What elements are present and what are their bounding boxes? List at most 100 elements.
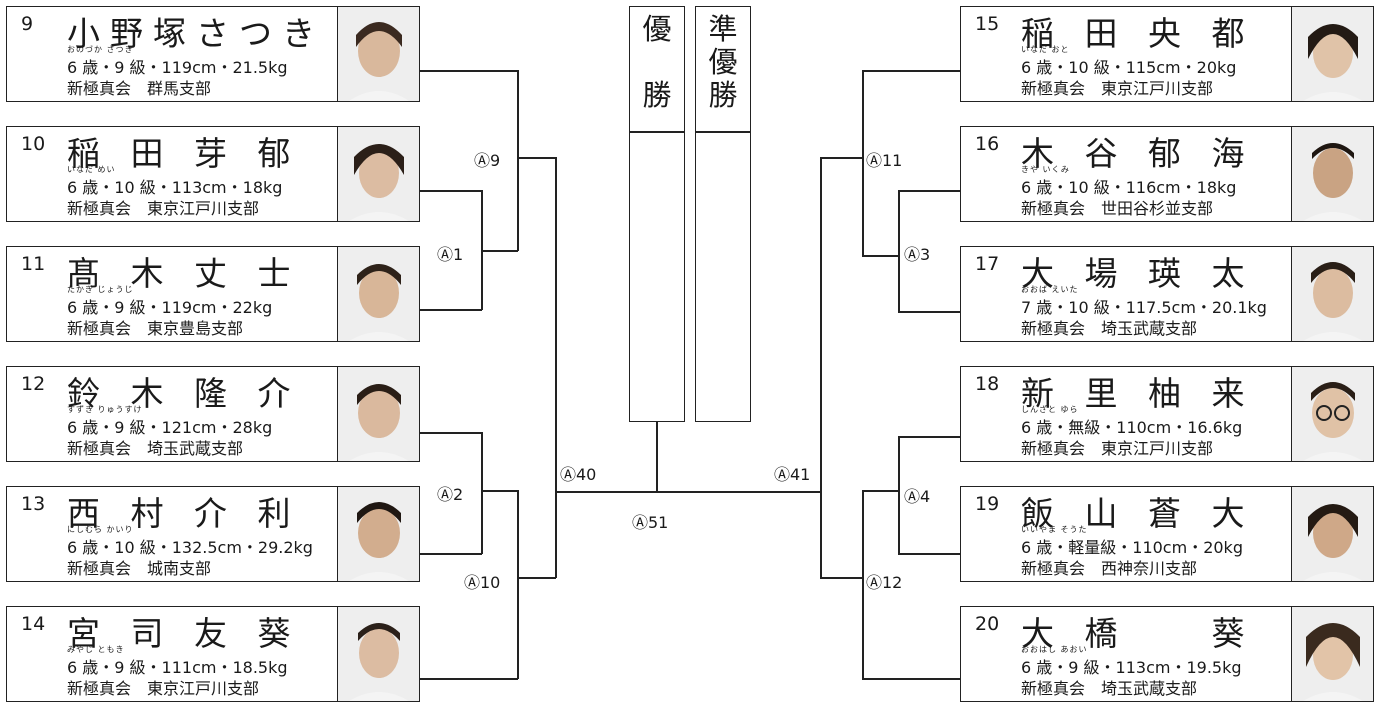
- competitor-number: 10: [21, 133, 46, 155]
- competitor-dojo: 新極真会 東京江戸川支部: [67, 679, 260, 698]
- bracket-line: [482, 250, 518, 252]
- competitor-name: 大 橋 葵: [1021, 614, 1255, 653]
- bracket-line: [862, 678, 960, 680]
- competitor-card-20: 20 大 橋 葵 おおはし あおい 6 歳・9 級・113cm・19.5kg 新…: [960, 606, 1374, 702]
- competitor-photo: [337, 127, 419, 221]
- bracket-line: [482, 490, 518, 492]
- competitor-name: 新 里 柚 来: [1021, 374, 1255, 413]
- competitor-card-17: 17 大 場 瑛 太 おおば えいた 7 歳・10 級・117.5cm・20.1…: [960, 246, 1374, 342]
- bracket-line: [481, 190, 483, 310]
- competitor-name: 小野塚さつき: [67, 14, 325, 53]
- competitor-stats: 6 歳・無級・110cm・16.6kg: [1021, 418, 1243, 437]
- competitor-card-16: 16 木 谷 郁 海 きや いくみ 6 歳・10 級・116cm・18kg 新極…: [960, 126, 1374, 222]
- bracket-line: [556, 491, 820, 493]
- competitor-dojo: 新極真会 東京江戸川支部: [1021, 439, 1214, 458]
- match-label-a2: Ⓐ2: [437, 485, 464, 504]
- competitor-card-9: 9 小野塚さつき おのづか さつき 6 歳・9 級・119cm・21.5kg 新…: [6, 6, 420, 102]
- competitor-number: 15: [975, 13, 1000, 35]
- champion-char-2: [630, 46, 684, 79]
- competitor-stats: 6 歳・9 級・119cm・21.5kg: [67, 58, 288, 77]
- competitor-furigana: おおば えいた: [1021, 285, 1079, 294]
- competitor-stats: 6 歳・9 級・111cm・18.5kg: [67, 658, 288, 677]
- bracket-line: [555, 157, 557, 578]
- competitor-name: 飯 山 蒼 大: [1021, 494, 1255, 533]
- bracket-line: [820, 577, 862, 579]
- champion-char-3: 勝: [642, 78, 672, 112]
- competitor-furigana: いいやま そうた: [1021, 525, 1088, 534]
- match-label-a4: Ⓐ4: [904, 487, 931, 506]
- competitor-furigana: すずき りゅうすけ: [67, 405, 143, 414]
- bracket-line: [656, 421, 658, 492]
- competitor-photo: [1291, 127, 1373, 221]
- competitor-furigana: たかぎ じょうじ: [67, 285, 134, 294]
- runner-up-char-1: 準: [708, 12, 738, 46]
- match-label-a10: Ⓐ10: [464, 573, 501, 592]
- competitor-furigana: にしむら かいり: [67, 525, 134, 534]
- competitor-photo: [1291, 247, 1373, 341]
- runner-up-char-3: 勝: [708, 78, 738, 112]
- match-label-a51: Ⓐ51: [632, 513, 669, 532]
- competitor-name: 稲 田 央 都: [1021, 14, 1255, 53]
- competitor-dojo: 新極真会 東京豊島支部: [67, 319, 244, 338]
- match-label-a3: Ⓐ3: [904, 245, 931, 264]
- competitor-photo: [337, 367, 419, 461]
- bracket-line: [517, 490, 519, 679]
- competitor-stats: 6 歳・10 級・113cm・18kg: [67, 178, 283, 197]
- bracket-line: [420, 70, 518, 72]
- competitor-stats: 6 歳・9 級・113cm・19.5kg: [1021, 658, 1242, 677]
- competitor-furigana: みやじ ともき: [67, 645, 125, 654]
- competitor-number: 9: [21, 13, 34, 35]
- competitor-dojo: 新極真会 埼玉武蔵支部: [1021, 319, 1198, 338]
- competitor-card-15: 15 稲 田 央 都 いなだ おと 6 歳・10 級・115cm・20kg 新極…: [960, 6, 1374, 102]
- competitor-dojo: 新極真会 群馬支部: [67, 79, 212, 98]
- competitor-name: 西 村 介 利: [67, 494, 301, 533]
- bracket-line: [898, 190, 900, 312]
- competitor-name: 木 谷 郁 海: [1021, 134, 1255, 173]
- competitor-number: 17: [975, 253, 1000, 275]
- competitor-furigana: おのづか さつき: [67, 45, 134, 54]
- bracket-line: [420, 432, 482, 434]
- competitor-number: 20: [975, 613, 1000, 635]
- competitor-photo: [337, 7, 419, 101]
- bracket-line: [420, 190, 482, 192]
- bracket-line: [898, 311, 960, 313]
- bracket-line: [862, 490, 898, 492]
- competitor-dojo: 新極真会 東京江戸川支部: [67, 199, 260, 218]
- match-label-a40: Ⓐ40: [560, 465, 597, 484]
- competitor-furigana: おおはし あおい: [1021, 645, 1088, 654]
- competitor-name: 稲 田 芽 郁: [67, 134, 301, 173]
- competitor-dojo: 新極真会 東京江戸川支部: [1021, 79, 1214, 98]
- bracket-line: [898, 553, 960, 555]
- competitor-furigana: しんざと ゆら: [1021, 405, 1079, 414]
- competitor-name: 髙 木 丈 士: [67, 254, 301, 293]
- runner-up-char-2: 優: [708, 45, 738, 79]
- competitor-card-11: 11 髙 木 丈 士 たかぎ じょうじ 6 歳・9 級・119cm・22kg 新…: [6, 246, 420, 342]
- bracket-line: [862, 255, 898, 257]
- champion-box: 優 勝: [629, 6, 685, 422]
- competitor-stats: 6 歳・9 級・121cm・28kg: [67, 418, 273, 437]
- competitor-card-10: 10 稲 田 芽 郁 いなだ めい 6 歳・10 級・113cm・18kg 新極…: [6, 126, 420, 222]
- bracket-line: [518, 157, 556, 159]
- bracket-line: [862, 490, 864, 679]
- competitor-number: 19: [975, 493, 1000, 515]
- competitor-photo: [1291, 367, 1373, 461]
- competitor-stats: 6 歳・9 級・119cm・22kg: [67, 298, 273, 317]
- competitor-stats: 7 歳・10 級・117.5cm・20.1kg: [1021, 298, 1267, 317]
- competitor-dojo: 新極真会 西神奈川支部: [1021, 559, 1198, 578]
- competitor-number: 13: [21, 493, 46, 515]
- competitor-name: 宮 司 友 葵: [67, 614, 301, 653]
- competitor-photo: [1291, 487, 1373, 581]
- competitor-furigana: いなだ めい: [67, 165, 116, 174]
- match-label-a11: Ⓐ11: [866, 151, 903, 170]
- competitor-number: 12: [21, 373, 46, 395]
- competitor-dojo: 新極真会 世田谷杉並支部: [1021, 199, 1214, 218]
- bracket-line: [820, 157, 862, 159]
- runner-up-box: 準 優 勝: [695, 6, 751, 422]
- competitor-name: 鈴 木 隆 介: [67, 374, 301, 413]
- competitor-furigana: いなだ おと: [1021, 45, 1070, 54]
- competitor-number: 18: [975, 373, 1000, 395]
- competitor-photo: [337, 247, 419, 341]
- match-label-a41: Ⓐ41: [774, 465, 811, 484]
- bracket-line: [481, 432, 483, 554]
- competitor-stats: 6 歳・10 級・115cm・20kg: [1021, 58, 1237, 77]
